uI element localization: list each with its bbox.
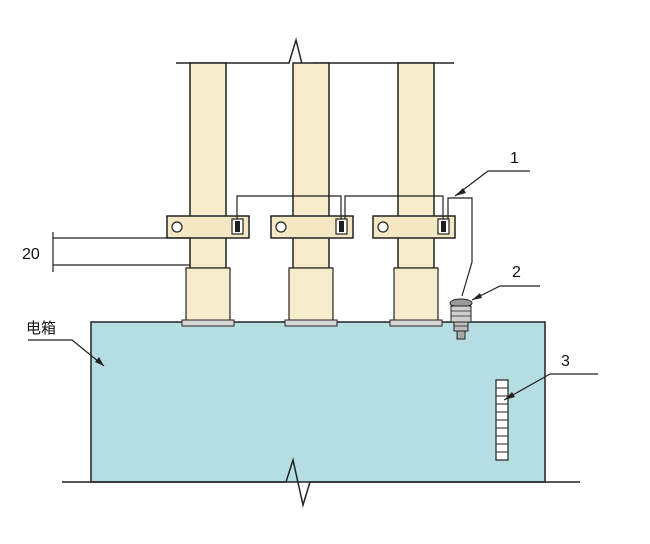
- dimension-label: 20: [22, 246, 40, 263]
- clamp-right: [372, 215, 456, 239]
- ladder-bar-icon: [495, 379, 509, 461]
- clamp-middle: [270, 215, 354, 239]
- dimension-20: [52, 232, 190, 272]
- bottom-break-line: [62, 457, 580, 508]
- cable-pipes: [185, 62, 439, 327]
- callout-label-2: 2: [512, 264, 521, 281]
- callout-label-3: 3: [561, 353, 570, 370]
- leader-lines: [28, 170, 598, 401]
- clamp-left: [166, 215, 250, 239]
- electric-box-label: 电箱: [26, 319, 56, 337]
- electric-box: [90, 319, 546, 483]
- top-break-line: [176, 37, 454, 87]
- grounding-wire: [236, 195, 473, 297]
- pipe-clamps: [166, 215, 456, 239]
- grounding-bolt-icon: [449, 298, 473, 340]
- callout-label-1: 1: [510, 150, 519, 167]
